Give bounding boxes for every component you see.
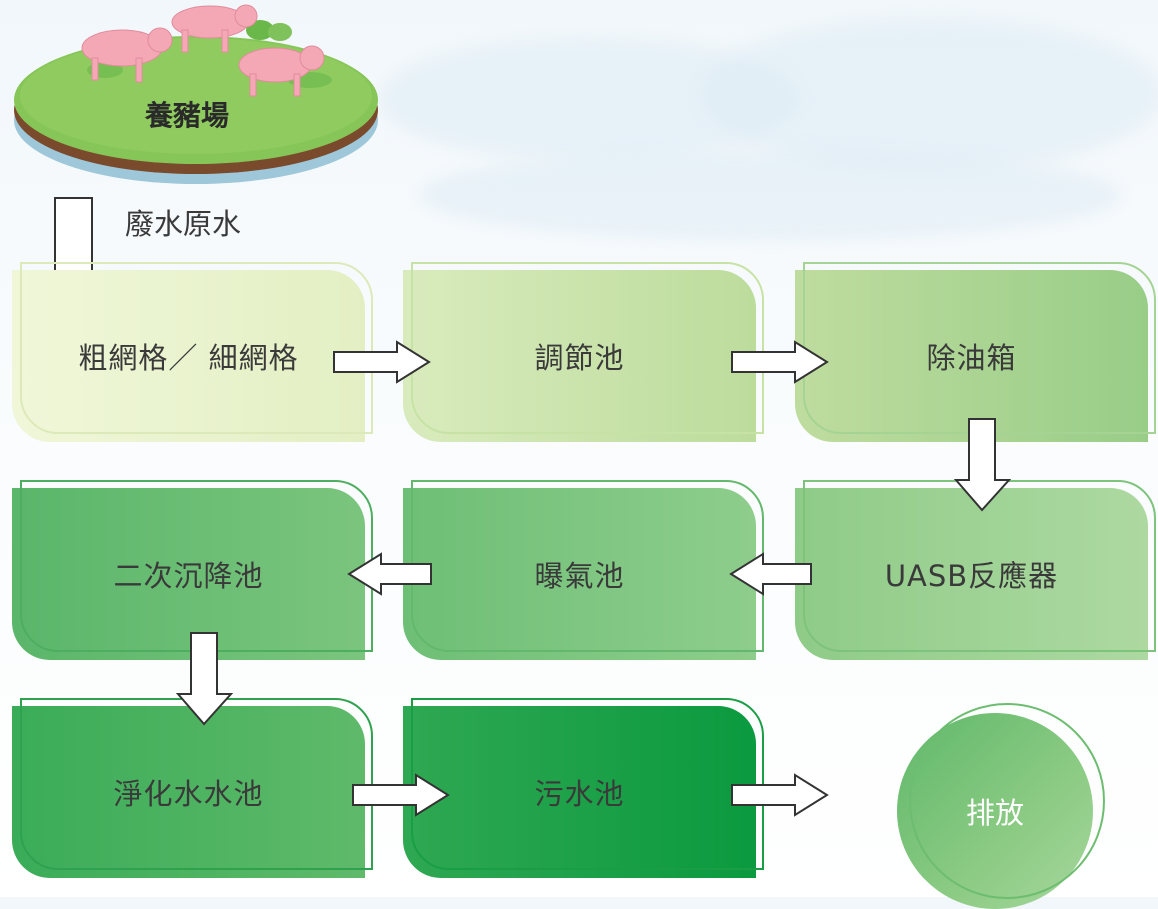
- aeration-tank-stage: 曝氣池: [403, 480, 764, 660]
- oil-removal-stage: 除油箱: [795, 262, 1156, 442]
- right-arrow-icon: [731, 340, 829, 384]
- purified-water-pool-label: 淨化水水池: [113, 777, 264, 811]
- right-arrow-icon: [352, 773, 450, 817]
- secondary-settling-stage: 二次沉降池: [12, 480, 373, 660]
- discharge-node: 排放: [897, 703, 1105, 909]
- left-arrow-icon: [347, 552, 432, 596]
- sewage-pool-stage: 污水池: [403, 698, 764, 878]
- purified-water-pool-stage: 淨化水水池: [12, 698, 373, 878]
- uasb-reactor-stage: UASB反應器: [795, 480, 1156, 660]
- pig-farm-illustration: [10, 0, 390, 194]
- screens-stage: 粗網格／ 細網格: [12, 262, 373, 442]
- secondary-settling-label: 二次沉降池: [113, 559, 264, 593]
- farm-label: 養豬場: [145, 99, 230, 132]
- down-arrow-icon: [175, 632, 234, 726]
- discharge-label: 排放: [965, 796, 1024, 830]
- oil-removal-label: 除油箱: [926, 341, 1017, 375]
- down-arrow-icon: [953, 418, 1012, 512]
- right-arrow-icon: [731, 773, 829, 817]
- raw-wastewater-label: 廢水原水: [125, 207, 242, 241]
- sewage-pool-label: 污水池: [534, 777, 625, 811]
- aeration-tank-label: 曝氣池: [534, 559, 625, 593]
- uasb-reactor-label: UASB反應器: [884, 559, 1059, 593]
- right-arrow-icon: [333, 340, 431, 384]
- left-arrow-icon: [729, 552, 812, 596]
- screens-label: 粗網格／ 細網格: [78, 341, 299, 375]
- equalization-tank-stage: 調節池: [403, 262, 764, 442]
- equalization-tank-label: 調節池: [534, 341, 625, 375]
